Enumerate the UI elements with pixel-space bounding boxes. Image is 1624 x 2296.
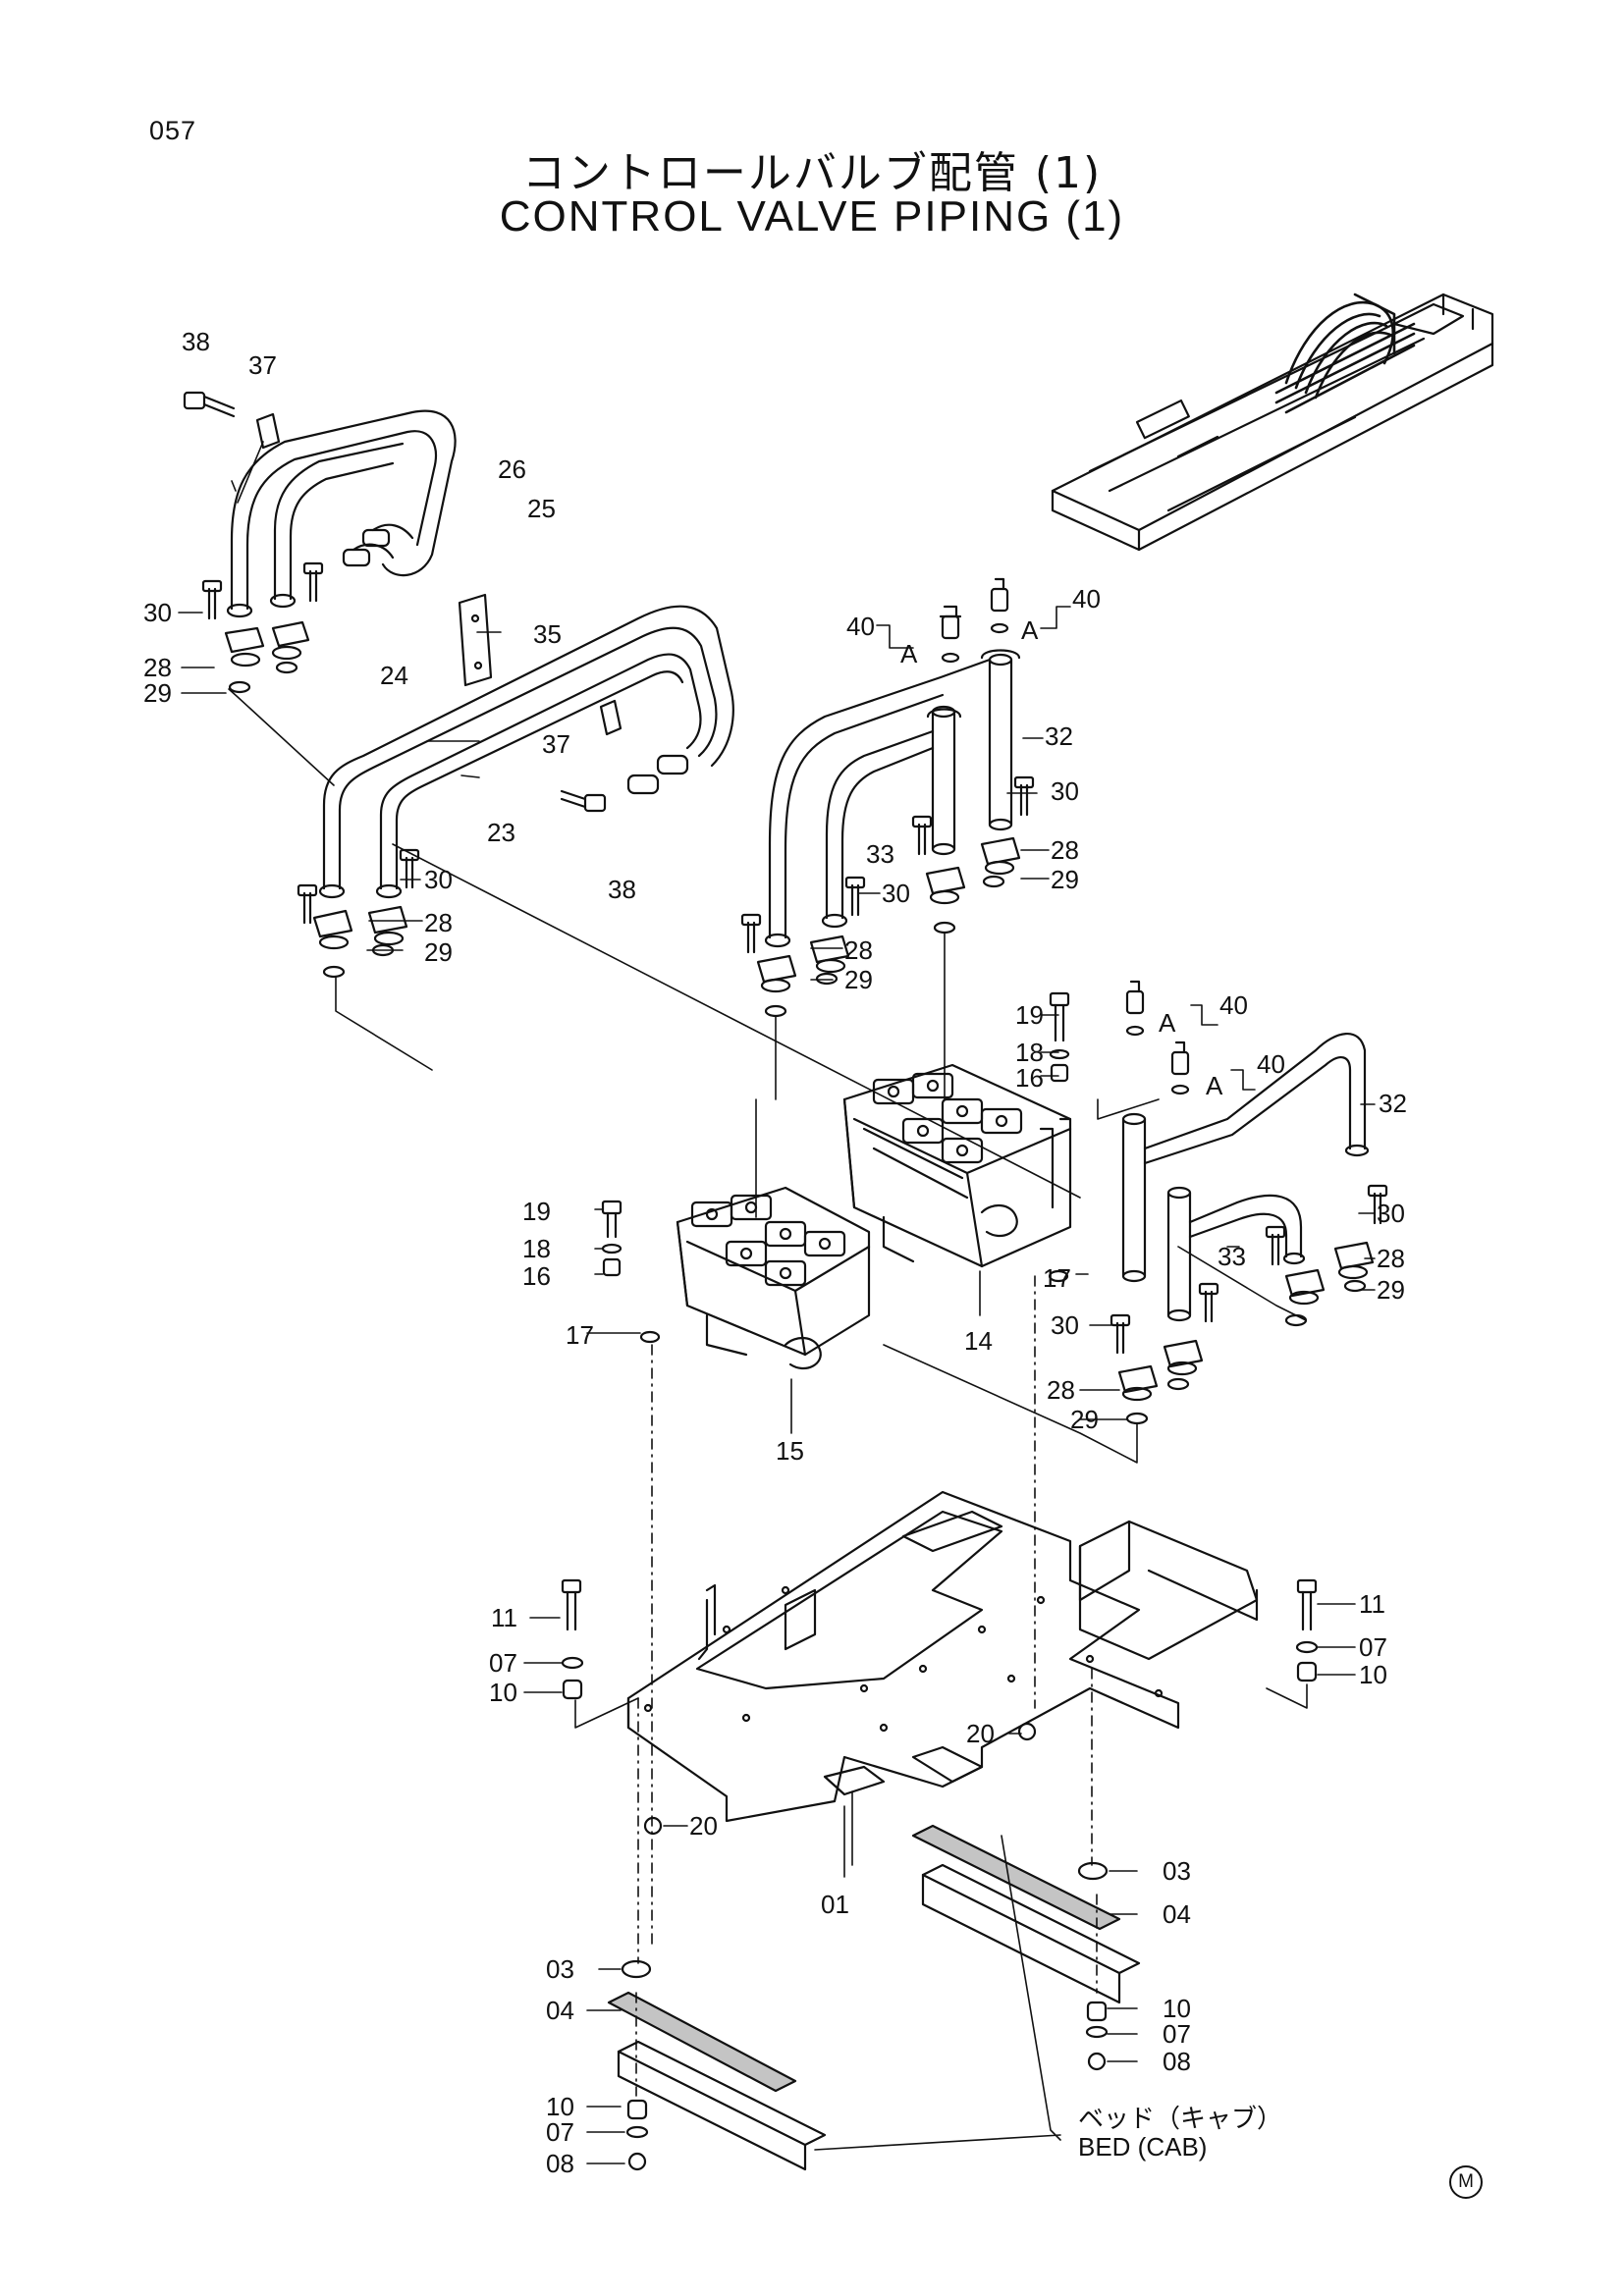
bracket-35 — [458, 593, 493, 687]
pipe-25-26 — [226, 409, 457, 618]
callout-16b: 16 — [522, 1261, 551, 1291]
callout-08b: 08 — [546, 2149, 574, 2178]
callout-A-c: A — [1159, 1008, 1176, 1038]
callout-29b: 29 — [424, 937, 453, 967]
callout-23: 23 — [487, 818, 515, 847]
callout-04b: 04 — [546, 1996, 574, 2025]
callout-ticks — [178, 606, 1376, 2164]
bed-rail-04-left — [607, 1991, 827, 2171]
callout-30: 30 — [143, 598, 172, 627]
callout-29f: 29 — [1070, 1405, 1099, 1434]
callout-40b: 40 — [1072, 584, 1101, 614]
callout-26: 26 — [498, 454, 526, 484]
page-number: 057 — [149, 116, 197, 145]
callout-30e: 30 — [1377, 1199, 1405, 1228]
callout-17b: 17 — [566, 1320, 594, 1350]
pipe-32-33-upper — [764, 649, 1021, 948]
callout-28c: 28 — [1051, 835, 1079, 865]
inset-frame-drawing — [1051, 293, 1494, 552]
callout-28e: 28 — [1377, 1244, 1405, 1273]
callout-40c: 40 — [1219, 990, 1248, 1020]
callout-37: 37 — [248, 350, 277, 380]
callout-24: 24 — [380, 661, 408, 690]
callout-20b: 20 — [689, 1811, 718, 1841]
bed-hardware — [561, 1578, 1319, 2171]
callout-07d: 07 — [546, 2117, 574, 2147]
callout-11a: 11 — [491, 1603, 517, 1632]
leader-lines — [228, 441, 1308, 2151]
callout-30c: 30 — [1051, 776, 1079, 806]
control-valve-15 — [676, 1186, 871, 1370]
callout-08a: 08 — [1163, 2047, 1191, 2076]
callout-30b: 30 — [424, 865, 453, 894]
callout-29e: 29 — [1377, 1275, 1405, 1305]
callout-10c: 10 — [1163, 1994, 1191, 2023]
callout-33a: 33 — [866, 839, 894, 869]
callout-32a: 32 — [1045, 721, 1073, 751]
clamp-37 — [255, 412, 623, 736]
title-english: CONTROL VALVE PIPING (1) — [499, 192, 1125, 240]
pipe-32-33-lower — [1121, 1033, 1370, 1322]
callout-28d: 28 — [844, 935, 873, 965]
callout-18b: 18 — [522, 1234, 551, 1263]
callout-30d: 30 — [882, 879, 910, 908]
callout-11b: 11 — [1359, 1589, 1385, 1619]
bed-label-japanese: ベッド（キャブ） — [1078, 2105, 1283, 2134]
bed-frame-01 — [626, 1490, 1259, 1823]
callout-19b: 19 — [522, 1197, 551, 1226]
pipe-23-24 — [318, 605, 734, 899]
callout-40d: 40 — [1257, 1049, 1285, 1079]
callout-07a: 07 — [489, 1648, 517, 1678]
callout-29: 29 — [143, 678, 172, 708]
callout-15: 15 — [776, 1436, 804, 1466]
callout-10d: 10 — [546, 2092, 574, 2121]
bolt-38 — [183, 391, 607, 813]
valve-bolts — [601, 991, 1070, 1344]
callout-04a: 04 — [1163, 1899, 1191, 1929]
callout-37b: 37 — [542, 729, 570, 759]
callout-40a: 40 — [846, 612, 875, 641]
callout-29c: 29 — [1051, 865, 1079, 894]
bed-label-english: BED (CAB) — [1078, 2132, 1208, 2162]
callout-A-b: A — [1021, 615, 1039, 645]
callout-35: 35 — [533, 619, 562, 649]
callout-A-a: A — [900, 639, 918, 668]
callout-38b: 38 — [608, 875, 636, 904]
callout-03a: 03 — [1163, 1856, 1191, 1886]
callout-01: 01 — [821, 1890, 849, 1919]
callout-33b: 33 — [1218, 1242, 1246, 1271]
callout-07b: 07 — [1359, 1632, 1387, 1662]
callout-20a: 20 — [966, 1719, 995, 1748]
title-japanese: コントロールバルブ配管 (1) — [521, 148, 1103, 198]
callout-32b: 32 — [1379, 1089, 1407, 1118]
bed-rail-04-right — [911, 1824, 1141, 2004]
model-mark: M — [1449, 2165, 1483, 2199]
callout-10b: 10 — [1359, 1660, 1387, 1689]
callout-18a: 18 — [1015, 1038, 1044, 1067]
callout-38: 38 — [182, 327, 210, 356]
callout-10a: 10 — [489, 1678, 517, 1707]
callout-29d: 29 — [844, 965, 873, 994]
callout-17a: 17 — [1043, 1263, 1071, 1293]
callout-07c: 07 — [1163, 2019, 1191, 2049]
callout-28f: 28 — [1047, 1375, 1075, 1405]
callout-03b: 03 — [546, 1954, 574, 1984]
control-valve-14 — [842, 1063, 1072, 1268]
callout-30f: 30 — [1051, 1310, 1079, 1340]
callout-28b: 28 — [424, 908, 453, 937]
callout-25: 25 — [527, 494, 556, 523]
callout-A-d: A — [1206, 1071, 1223, 1100]
callout-28: 28 — [143, 653, 172, 682]
callout-16a: 16 — [1015, 1063, 1044, 1093]
fitting-40 — [939, 577, 1190, 1095]
callout-19a: 19 — [1015, 1000, 1044, 1030]
callout-14: 14 — [964, 1326, 993, 1356]
